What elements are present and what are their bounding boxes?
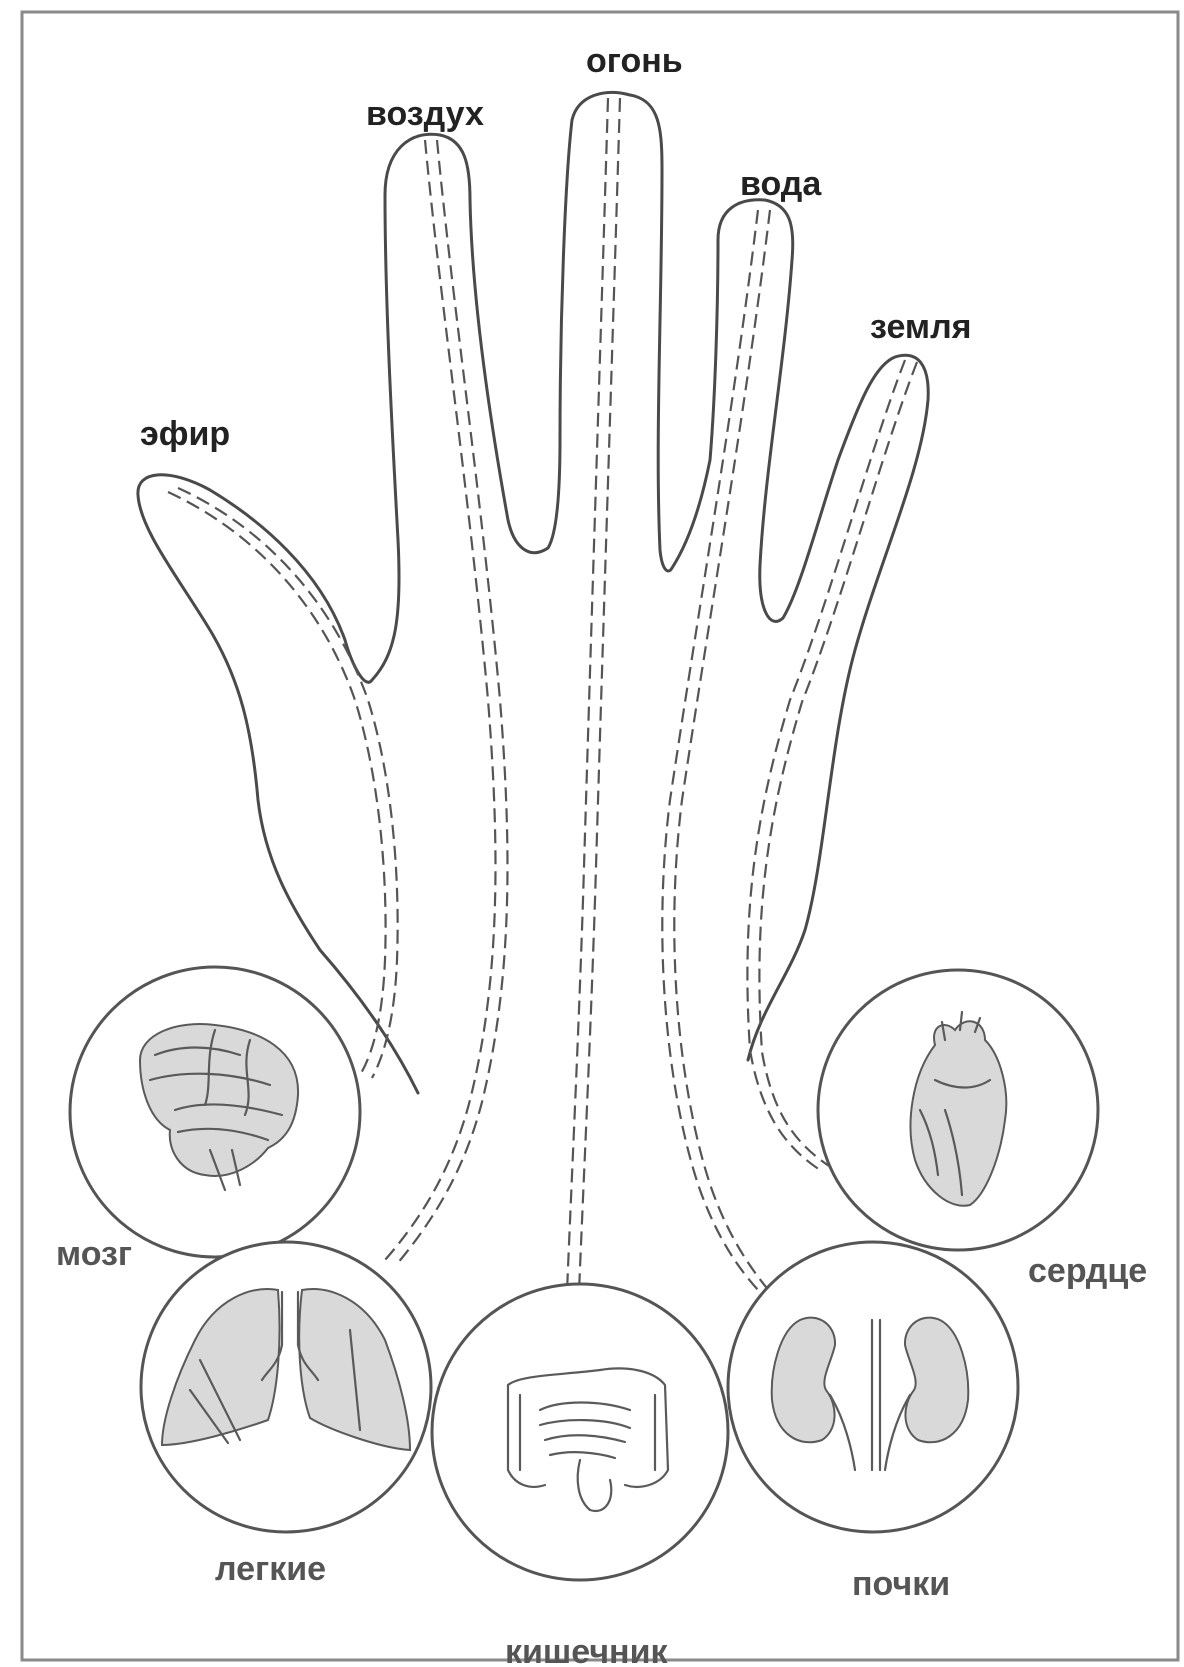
label-heart: сердце bbox=[1028, 1252, 1147, 1290]
organ-heart bbox=[818, 970, 1098, 1250]
label-earth: земля bbox=[870, 308, 972, 346]
meridian-air bbox=[385, 140, 495, 1260]
label-air: воздух bbox=[366, 95, 484, 133]
label-ether: эфир bbox=[140, 415, 230, 453]
intestine-circle bbox=[432, 1284, 728, 1580]
label-intestine: кишечник bbox=[505, 1633, 668, 1667]
label-lungs: легкие bbox=[215, 1550, 326, 1588]
organ-lungs bbox=[141, 1242, 431, 1532]
organ-kidneys bbox=[728, 1242, 1018, 1532]
label-brain: мозг bbox=[56, 1235, 132, 1273]
label-kidneys: почки bbox=[852, 1565, 950, 1603]
hand-outline bbox=[138, 92, 928, 1093]
meridian-water bbox=[662, 210, 758, 1290]
meridian-air-2 bbox=[397, 140, 507, 1264]
organ-intestine bbox=[432, 1284, 728, 1580]
label-water: вода bbox=[740, 165, 822, 203]
meridian-water-2 bbox=[674, 210, 770, 1292]
label-fire: огонь bbox=[586, 42, 683, 80]
element-labels: эфир воздух огонь вода земля bbox=[140, 42, 972, 453]
meridian-fire-2 bbox=[579, 98, 620, 1292]
organ-brain bbox=[70, 967, 360, 1257]
